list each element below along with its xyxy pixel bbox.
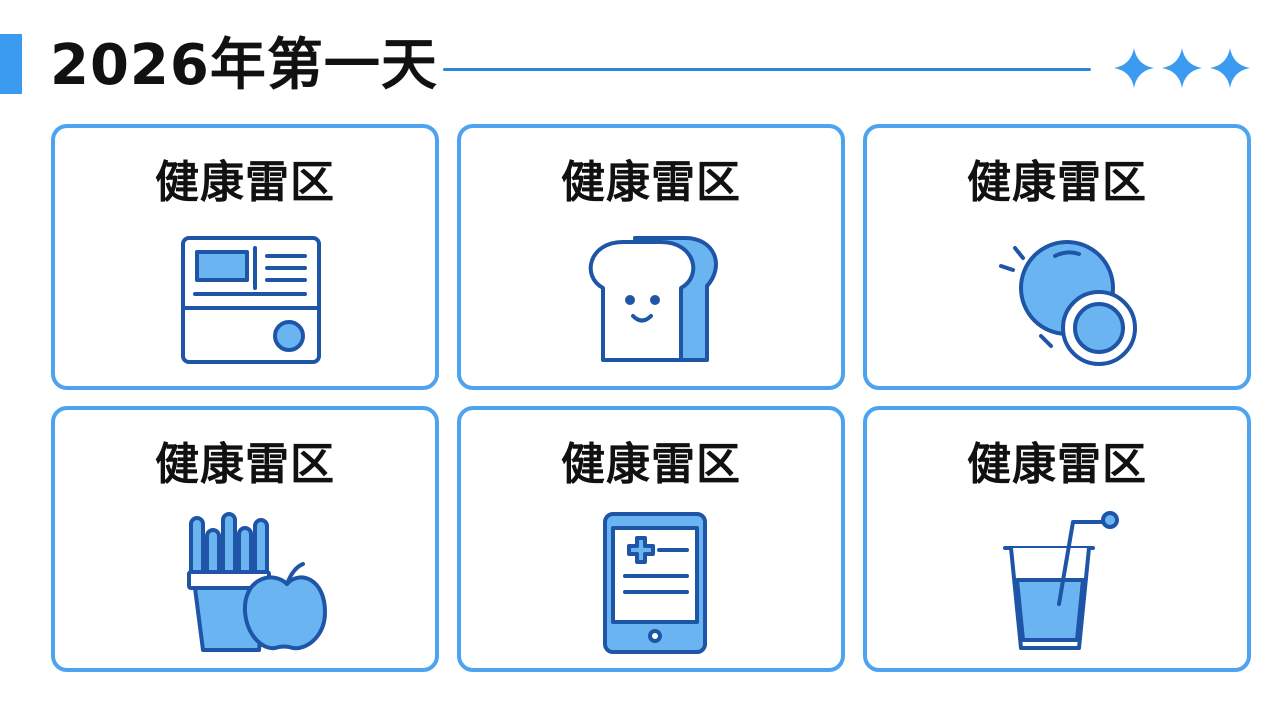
round-fruit-slice-icon xyxy=(981,226,1141,372)
title-accent-bar xyxy=(0,34,22,94)
health-card-4[interactable]: 健康雷区 xyxy=(51,406,439,672)
card-label: 健康雷区 xyxy=(561,157,741,208)
bread-toast-icon xyxy=(575,226,735,372)
appliance-panel-icon xyxy=(169,226,329,372)
health-card-6[interactable]: 健康雷区 xyxy=(863,406,1251,672)
card-label: 健康雷区 xyxy=(561,439,741,490)
medical-tablet-icon xyxy=(575,508,735,654)
drink-cup-icon xyxy=(981,508,1141,654)
card-label: 健康雷区 xyxy=(155,157,335,208)
card-label: 健康雷区 xyxy=(967,439,1147,490)
title-divider xyxy=(443,68,1091,71)
health-card-1[interactable]: 健康雷区 xyxy=(51,124,439,390)
card-grid: 健康雷区 健康雷区 xyxy=(51,124,1251,676)
health-card-2[interactable]: 健康雷区 xyxy=(457,124,845,390)
health-card-3[interactable]: 健康雷区 xyxy=(863,124,1251,390)
fries-apple-icon xyxy=(169,508,329,654)
page-title: 2026年第一天 xyxy=(50,33,438,98)
health-card-5[interactable]: 健康雷区 xyxy=(457,406,845,672)
sparkle-stars-icon xyxy=(1110,44,1254,92)
card-label: 健康雷区 xyxy=(967,157,1147,208)
card-label: 健康雷区 xyxy=(155,439,335,490)
